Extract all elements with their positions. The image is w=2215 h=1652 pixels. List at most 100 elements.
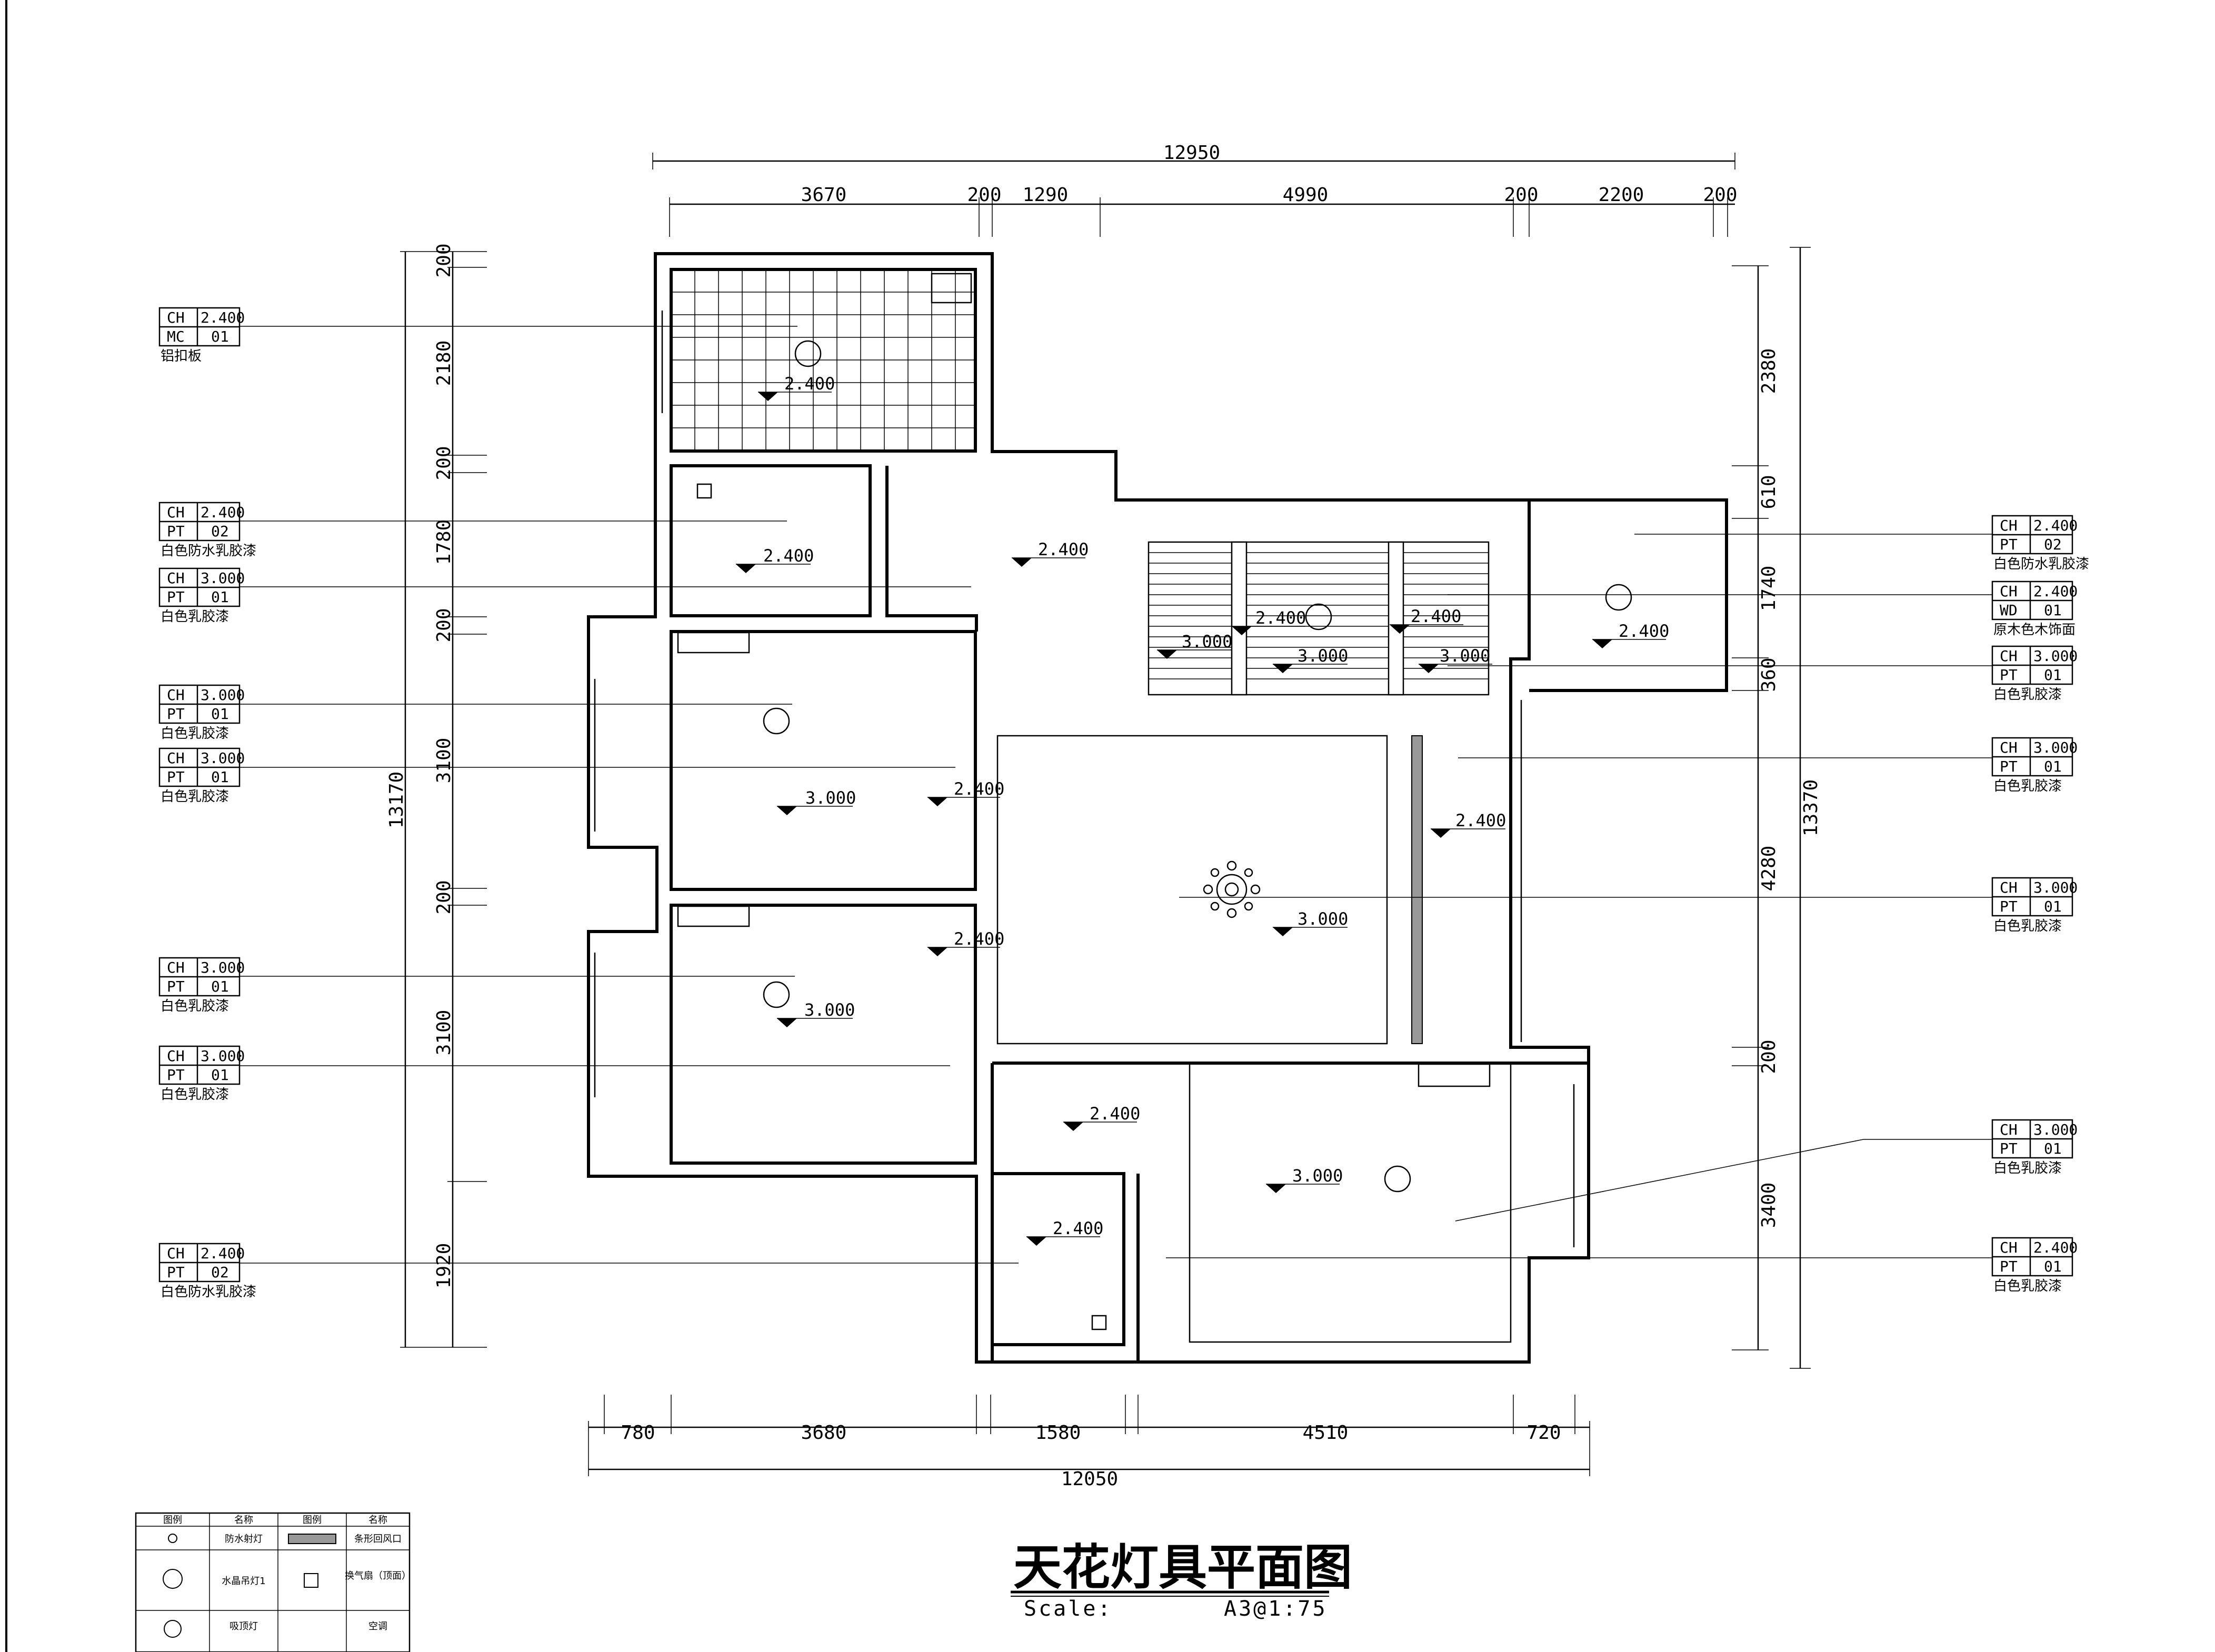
height-study: 2.400	[1090, 1104, 1140, 1124]
height-master-bedroom: 3.000	[1292, 1166, 1343, 1186]
dim-left-2: 2180	[433, 341, 455, 386]
dim-right-3: 1740	[1758, 566, 1780, 612]
svg-text:白色乳胶漆: 白色乳胶漆	[1993, 687, 2062, 703]
height-wardrobe-2: 2.400	[954, 929, 1004, 949]
dim-right-7: 3400	[1758, 1183, 1780, 1228]
svg-text:PT: PT	[2000, 536, 2018, 553]
svg-text:白色防水乳胶漆: 白色防水乳胶漆	[161, 543, 256, 559]
height-living-edge: 2.400	[1455, 810, 1506, 830]
dim-top-2: 200	[967, 184, 1001, 206]
scale-value: A3@1:75	[1224, 1597, 1328, 1621]
svg-text:PT: PT	[167, 978, 185, 995]
ceiling-height-markers: 2.400 2.400 2.400 3.000 2.400 2.400 3.00…	[736, 374, 1669, 1246]
svg-text:CH: CH	[167, 504, 185, 521]
legend-table: 图例 名称 图例 名称 防水射灯 条形回风口 水晶吊灯1 换气扇（顶面） 吸顶灯…	[135, 1512, 411, 1652]
dim-top-total: 12950	[1163, 142, 1220, 164]
svg-text:01: 01	[211, 978, 229, 995]
svg-text:白色防水乳胶漆: 白色防水乳胶漆	[1993, 556, 2089, 572]
height-dining-3: 3.000	[1298, 646, 1348, 666]
svg-text:WD: WD	[2000, 602, 2018, 619]
crystal-chandelier-icon	[1216, 874, 1248, 905]
svg-text:PT: PT	[167, 1264, 185, 1281]
svg-text:PT: PT	[2000, 666, 2018, 684]
legend-header: 名称	[234, 1515, 253, 1526]
height-corridor: 2.400	[1038, 539, 1089, 559]
svg-text:白色乳胶漆: 白色乳胶漆	[161, 726, 229, 742]
svg-text:CH: CH	[167, 1047, 185, 1065]
height-dining-5: 3.000	[1440, 646, 1490, 666]
ceiling-light-icon	[1384, 1165, 1411, 1193]
dim-right-6: 200	[1758, 1039, 1780, 1074]
legend-item: 吸顶灯	[230, 1621, 258, 1632]
legend-header: 图例	[163, 1515, 182, 1526]
dim-bottom-1: 780	[621, 1422, 655, 1444]
svg-text:PT: PT	[2000, 898, 2018, 915]
svg-text:CH: CH	[167, 686, 185, 704]
svg-text:2.400: 2.400	[201, 1245, 245, 1262]
svg-text:2.400: 2.400	[2033, 583, 2078, 600]
svg-text:PT: PT	[167, 705, 185, 723]
ceiling-light-legend-icon	[164, 1620, 182, 1638]
svg-text:CH: CH	[2000, 647, 2018, 665]
legend-item: 条形回风口	[354, 1534, 402, 1545]
ceiling-light-icon	[763, 981, 790, 1008]
svg-text:3.000: 3.000	[201, 569, 245, 587]
svg-text:CH: CH	[167, 569, 185, 587]
svg-text:PT: PT	[167, 1066, 185, 1084]
dim-top-5: 200	[1504, 184, 1538, 206]
svg-text:PT: PT	[167, 588, 185, 606]
ac-units	[677, 273, 1491, 1087]
ceiling-light-icon	[794, 340, 822, 367]
dim-right-total: 13370	[1800, 779, 1822, 836]
height-living: 3.000	[1298, 909, 1348, 929]
material-tag: CH 3.000 PT 01 白色乳胶漆	[1991, 645, 2078, 703]
height-dining-4: 2.400	[1411, 606, 1461, 626]
svg-text:01: 01	[211, 705, 229, 723]
leader-lines	[240, 326, 1992, 1264]
bottom-dimensions: 780 3680 1580 4510 720 12050	[588, 1395, 1590, 1490]
svg-text:01: 01	[2044, 666, 2062, 684]
legend-item: 水晶吊灯1	[222, 1576, 265, 1587]
dim-right-2: 610	[1758, 475, 1780, 509]
svg-text:CH: CH	[167, 749, 185, 767]
svg-text:01: 01	[211, 1066, 229, 1084]
right-dimensions: 13370 2380 610 1740 360 4280 200 3400	[1732, 247, 1822, 1369]
svg-text:白色乳胶漆: 白色乳胶漆	[1993, 918, 2062, 934]
svg-text:白色防水乳胶漆: 白色防水乳胶漆	[161, 1284, 256, 1300]
svg-text:白色乳胶漆: 白色乳胶漆	[161, 998, 229, 1014]
svg-text:01: 01	[211, 328, 229, 345]
dim-bottom-4: 4510	[1303, 1422, 1349, 1444]
svg-text:CH: CH	[167, 309, 185, 326]
svg-text:3.000: 3.000	[2033, 647, 2078, 665]
svg-text:白色乳胶漆: 白色乳胶漆	[161, 1087, 229, 1103]
material-tag: CH 3.000 PT 01 白色乳胶漆	[158, 684, 245, 742]
dim-top-3: 1290	[1023, 184, 1069, 206]
svg-text:原木色木饰面: 原木色木饰面	[1993, 622, 2076, 638]
ceiling-light-icon	[1605, 584, 1632, 611]
height-bath-1: 2.400	[784, 374, 835, 394]
svg-text:01: 01	[211, 588, 229, 606]
dim-bottom-3: 1580	[1035, 1422, 1081, 1444]
svg-text:CH: CH	[2000, 583, 2018, 600]
ceiling-light-icon	[763, 707, 790, 735]
svg-text:CH: CH	[2000, 1239, 2018, 1256]
legend-item: 防水射灯	[225, 1534, 263, 1545]
dim-left-total: 13170	[386, 772, 407, 828]
svg-text:3.000: 3.000	[201, 686, 245, 704]
svg-text:MC: MC	[167, 328, 185, 345]
svg-text:2.400: 2.400	[201, 309, 245, 326]
windows	[594, 311, 1575, 1247]
legend-item: 空调	[368, 1621, 387, 1632]
downlight-legend-icon	[168, 1534, 177, 1543]
svg-text:3.000: 3.000	[201, 749, 245, 767]
linear-return-air-vent	[1411, 735, 1423, 1044]
